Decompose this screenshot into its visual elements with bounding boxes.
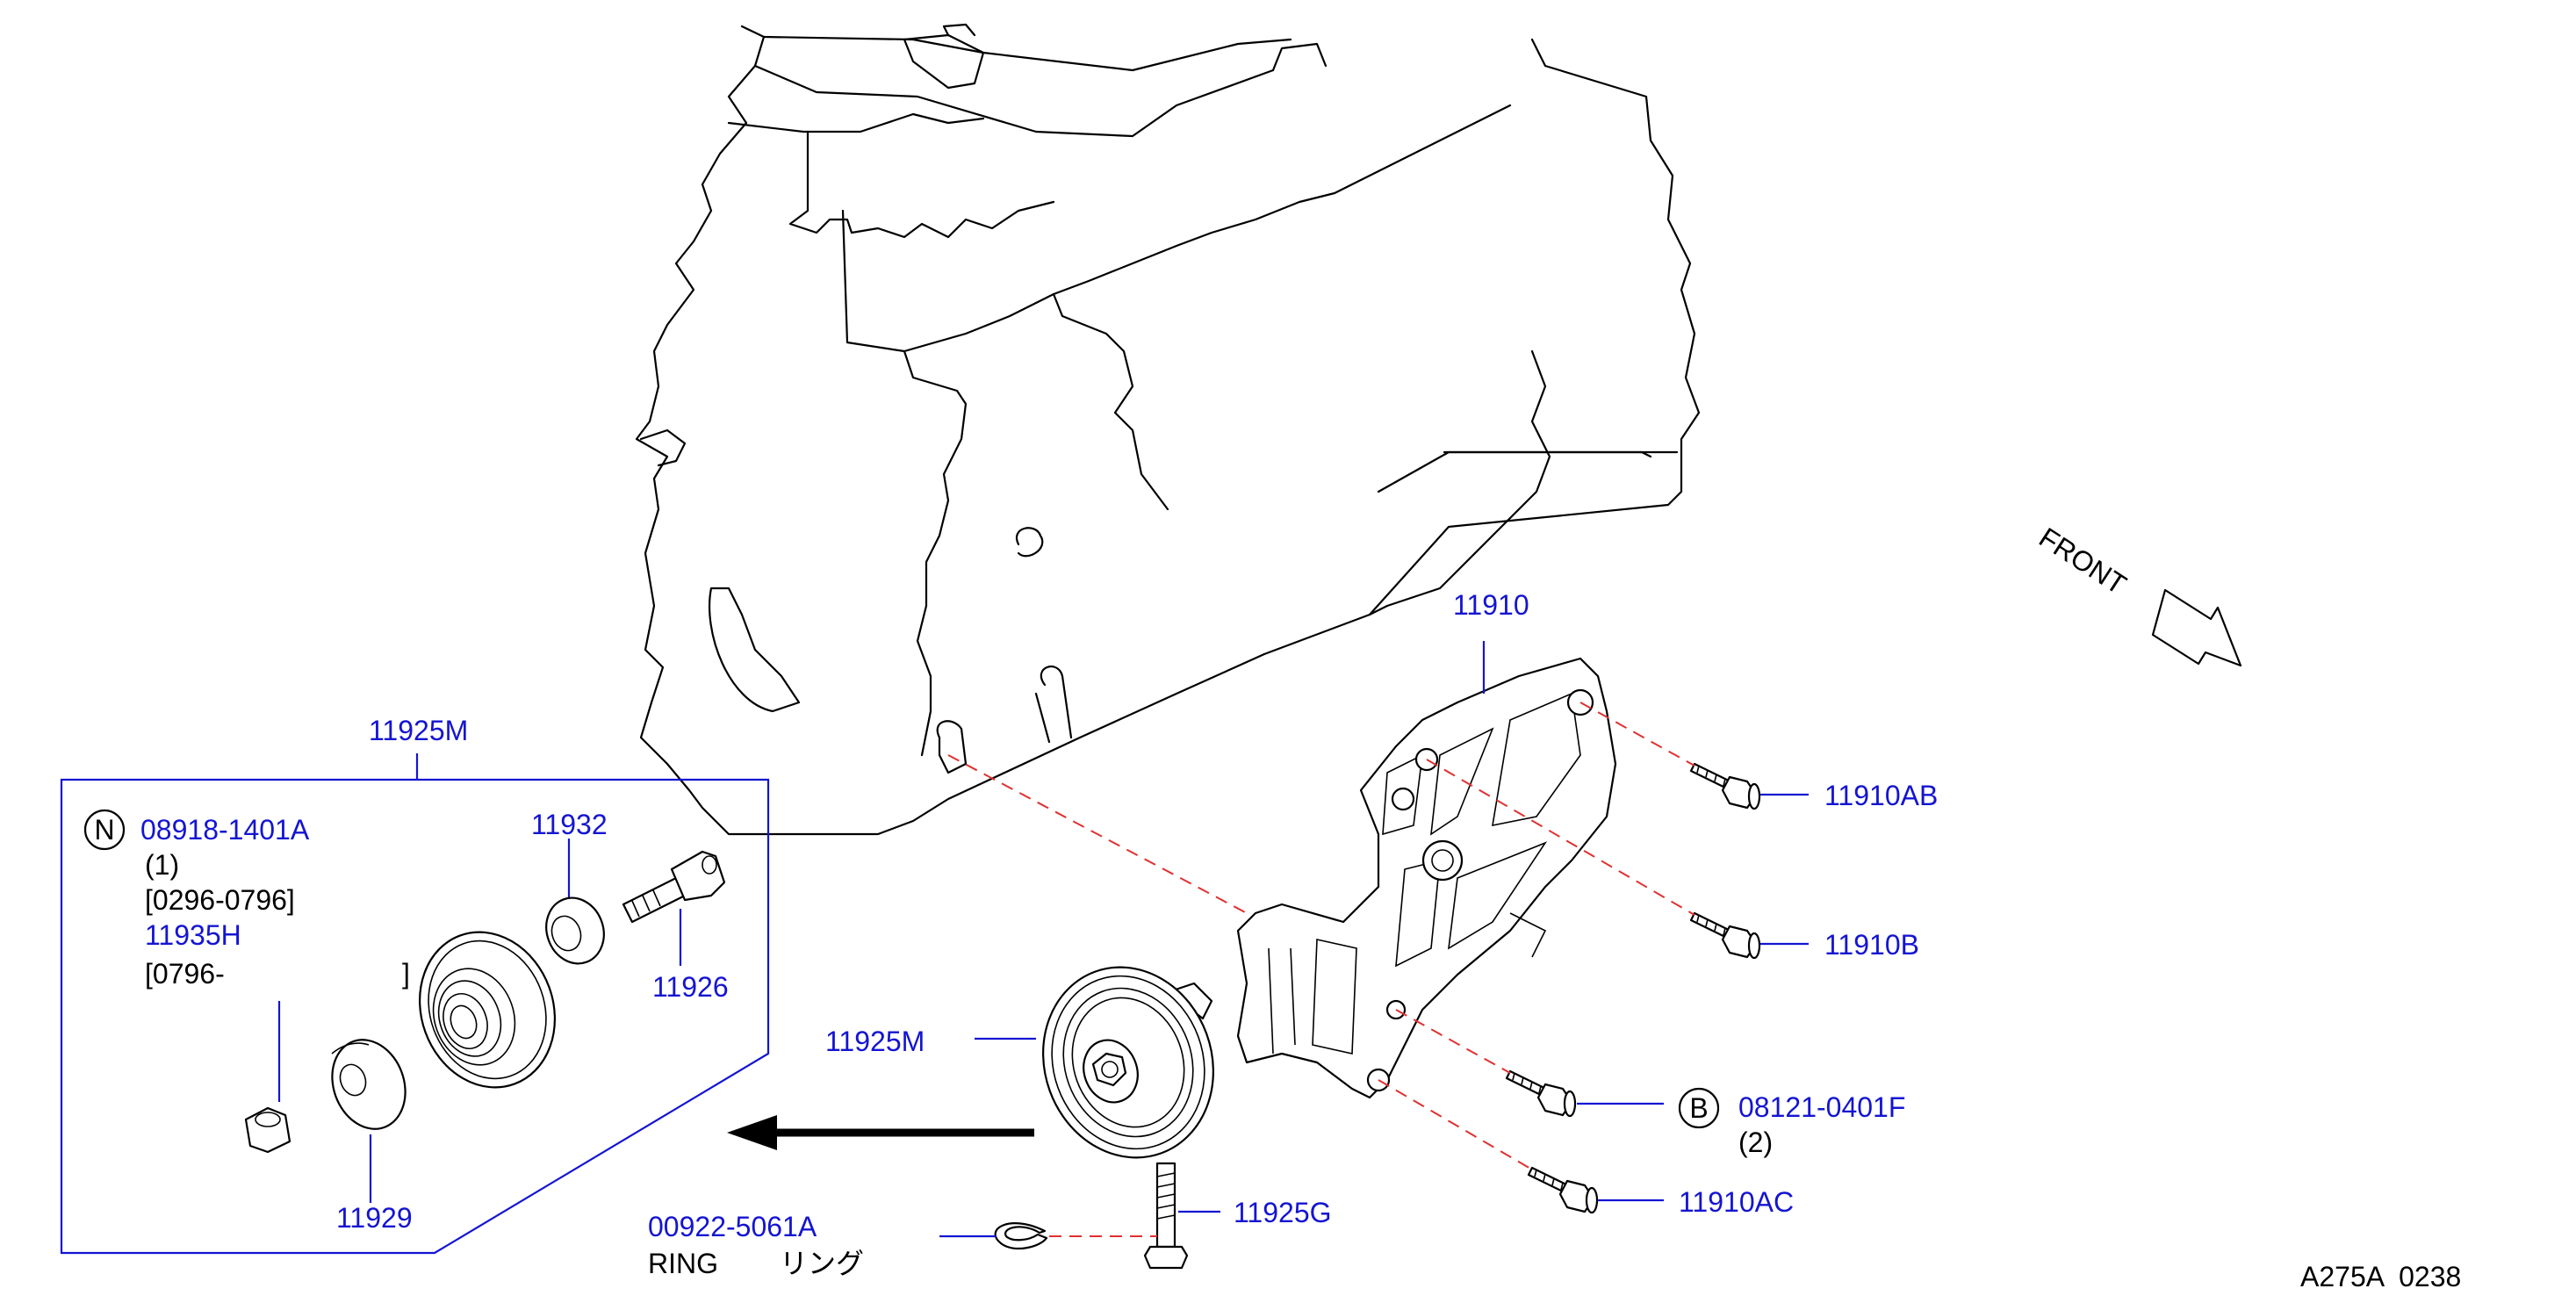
- callout-08121-0401f-qty: (2): [1738, 1127, 1773, 1158]
- direction-arrow: [727, 1115, 1034, 1150]
- callout-11932[interactable]: 11932: [531, 809, 608, 840]
- callout-11925m-assy[interactable]: 11925M: [369, 715, 468, 746]
- bolt-11910b[interactable]: [1689, 911, 1761, 960]
- exploded-view-box: [60, 778, 770, 1255]
- callout-00922-5061a[interactable]: 00922-5061A: [648, 1211, 817, 1242]
- callout-11910ab[interactable]: 11910AB: [1824, 780, 1938, 811]
- pulley-bolt[interactable]: [1143, 1162, 1189, 1270]
- ring-description: RING: [648, 1248, 718, 1279]
- exploded-spacer[interactable]: [537, 889, 613, 971]
- callout-11935h-range-close: ]: [402, 958, 410, 990]
- bolt-11910ac[interactable]: [1527, 1166, 1599, 1214]
- callout-11929[interactable]: 11929: [336, 1202, 413, 1234]
- callout-08918-1401a-qty: (1): [145, 849, 179, 881]
- callout-11926[interactable]: 11926: [652, 971, 729, 1003]
- callout-11935h-range: [0796-: [145, 958, 225, 990]
- bolt-08121-0401f[interactable]: [1505, 1069, 1577, 1118]
- callout-08121-0401f[interactable]: 08121-0401F: [1738, 1091, 1905, 1123]
- assembly-lines: [947, 702, 1695, 1237]
- exploded-washer[interactable]: [320, 1029, 418, 1139]
- snap-ring[interactable]: [994, 1222, 1048, 1250]
- callout-11925g[interactable]: 11925G: [1234, 1197, 1332, 1228]
- ring-description-jp: リング: [780, 1248, 864, 1279]
- svg-text:N: N: [94, 814, 114, 846]
- callout-11910ac[interactable]: 11910AC: [1679, 1186, 1794, 1218]
- alternator-bracket[interactable]: [1236, 657, 1617, 1099]
- exploded-pulley[interactable]: [399, 913, 577, 1106]
- callout-11910[interactable]: 11910: [1453, 589, 1529, 621]
- engine-block-outline: [635, 23, 1701, 836]
- exploded-shaft[interactable]: [622, 850, 726, 924]
- callout-08918-1401a[interactable]: 08918-1401A: [140, 814, 310, 846]
- callout-11910b[interactable]: 11910B: [1824, 929, 1919, 961]
- front-label: FRONT: [2033, 522, 2132, 601]
- symbol-n-icon: N: [83, 809, 126, 851]
- exploded-nut[interactable]: [244, 1106, 291, 1154]
- callout-11925m[interactable]: 11925M: [825, 1026, 925, 1057]
- illustration-code: A275A 0238: [2300, 1261, 2461, 1292]
- idler-pulley[interactable]: [1017, 943, 1240, 1182]
- bolt-11910ab[interactable]: [1689, 762, 1761, 810]
- callout-11935h[interactable]: 11935H: [145, 919, 241, 951]
- callout-08918-1401a-range: [0296-0796]: [145, 884, 295, 916]
- front-arrow-icon: [2151, 588, 2242, 667]
- symbol-b-icon: B: [1678, 1087, 1720, 1129]
- svg-text:B: B: [1689, 1092, 1708, 1124]
